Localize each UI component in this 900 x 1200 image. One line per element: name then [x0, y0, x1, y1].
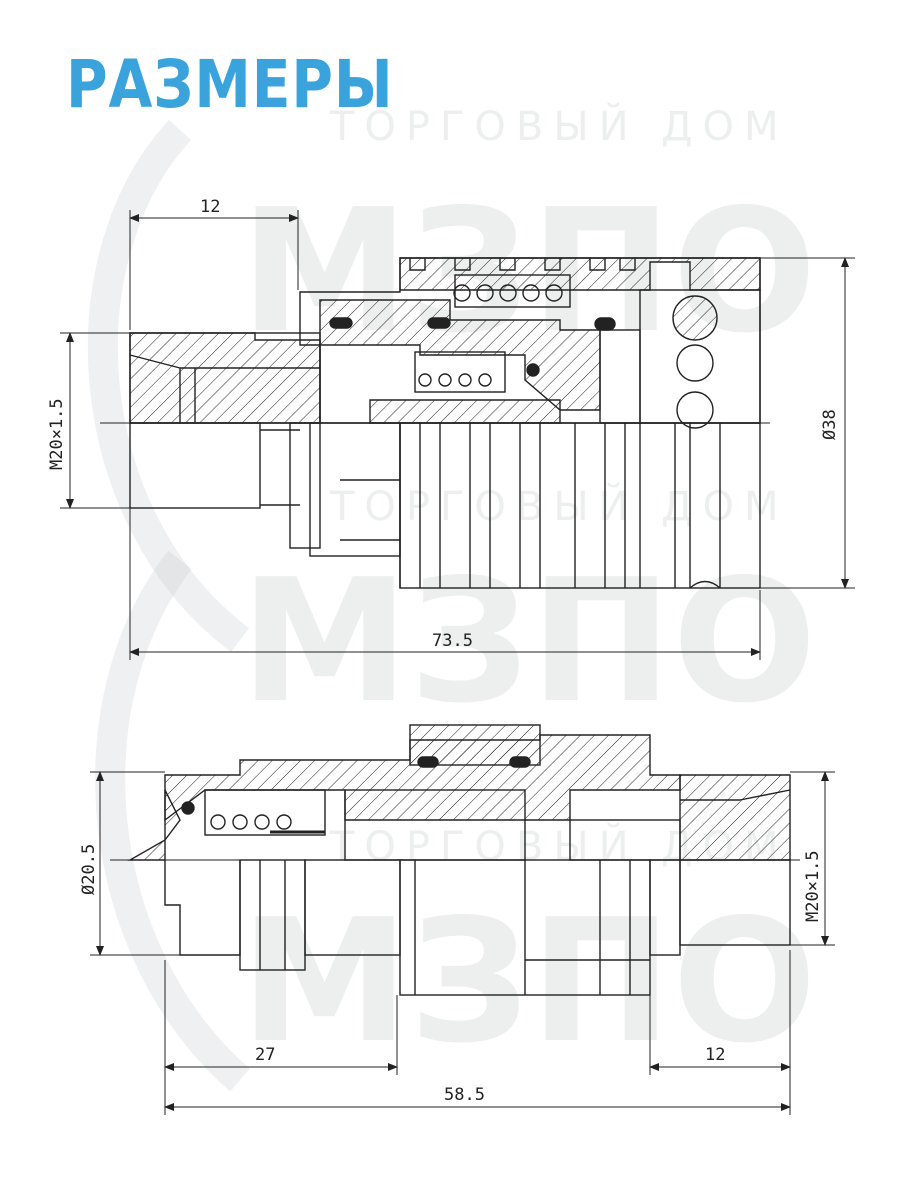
bottom-dim-total: 58.5 — [444, 1085, 485, 1105]
bottom-view-nipple — [110, 724, 800, 996]
bottom-dim-thread: M20×1.5 — [803, 850, 823, 922]
watermark-small-text-2: ТОРГОВЫЙ ДОМ — [329, 482, 789, 530]
bottom-view-dimensions — [90, 771, 835, 1115]
bottom-dim-12: 12 — [705, 1045, 725, 1065]
bottom-dim-diameter: Ø20.5 — [79, 844, 99, 895]
watermark: ТОРГОВЫЙ ДОМ МЗПО ТОРГОВЫЙ ДОМ МЗПО ТОРГ… — [87, 102, 817, 1092]
watermark-small-text: ТОРГОВЫЙ ДОМ — [329, 102, 789, 150]
top-dim-thread: M20×1.5 — [47, 398, 67, 470]
watermark-big-text-3: МЗПО — [240, 883, 817, 1081]
watermark-big-text-2: МЗПО — [240, 543, 817, 741]
top-dim-length-12: 12 — [200, 197, 220, 217]
top-dim-total: 73.5 — [432, 631, 473, 651]
top-view-coupling — [100, 257, 770, 589]
top-dim-diameter: Ø38 — [820, 409, 840, 440]
bottom-dim-27: 27 — [255, 1045, 275, 1065]
top-view-dimensions — [60, 210, 855, 660]
page-title: РАЗМЕРЫ — [66, 46, 394, 123]
